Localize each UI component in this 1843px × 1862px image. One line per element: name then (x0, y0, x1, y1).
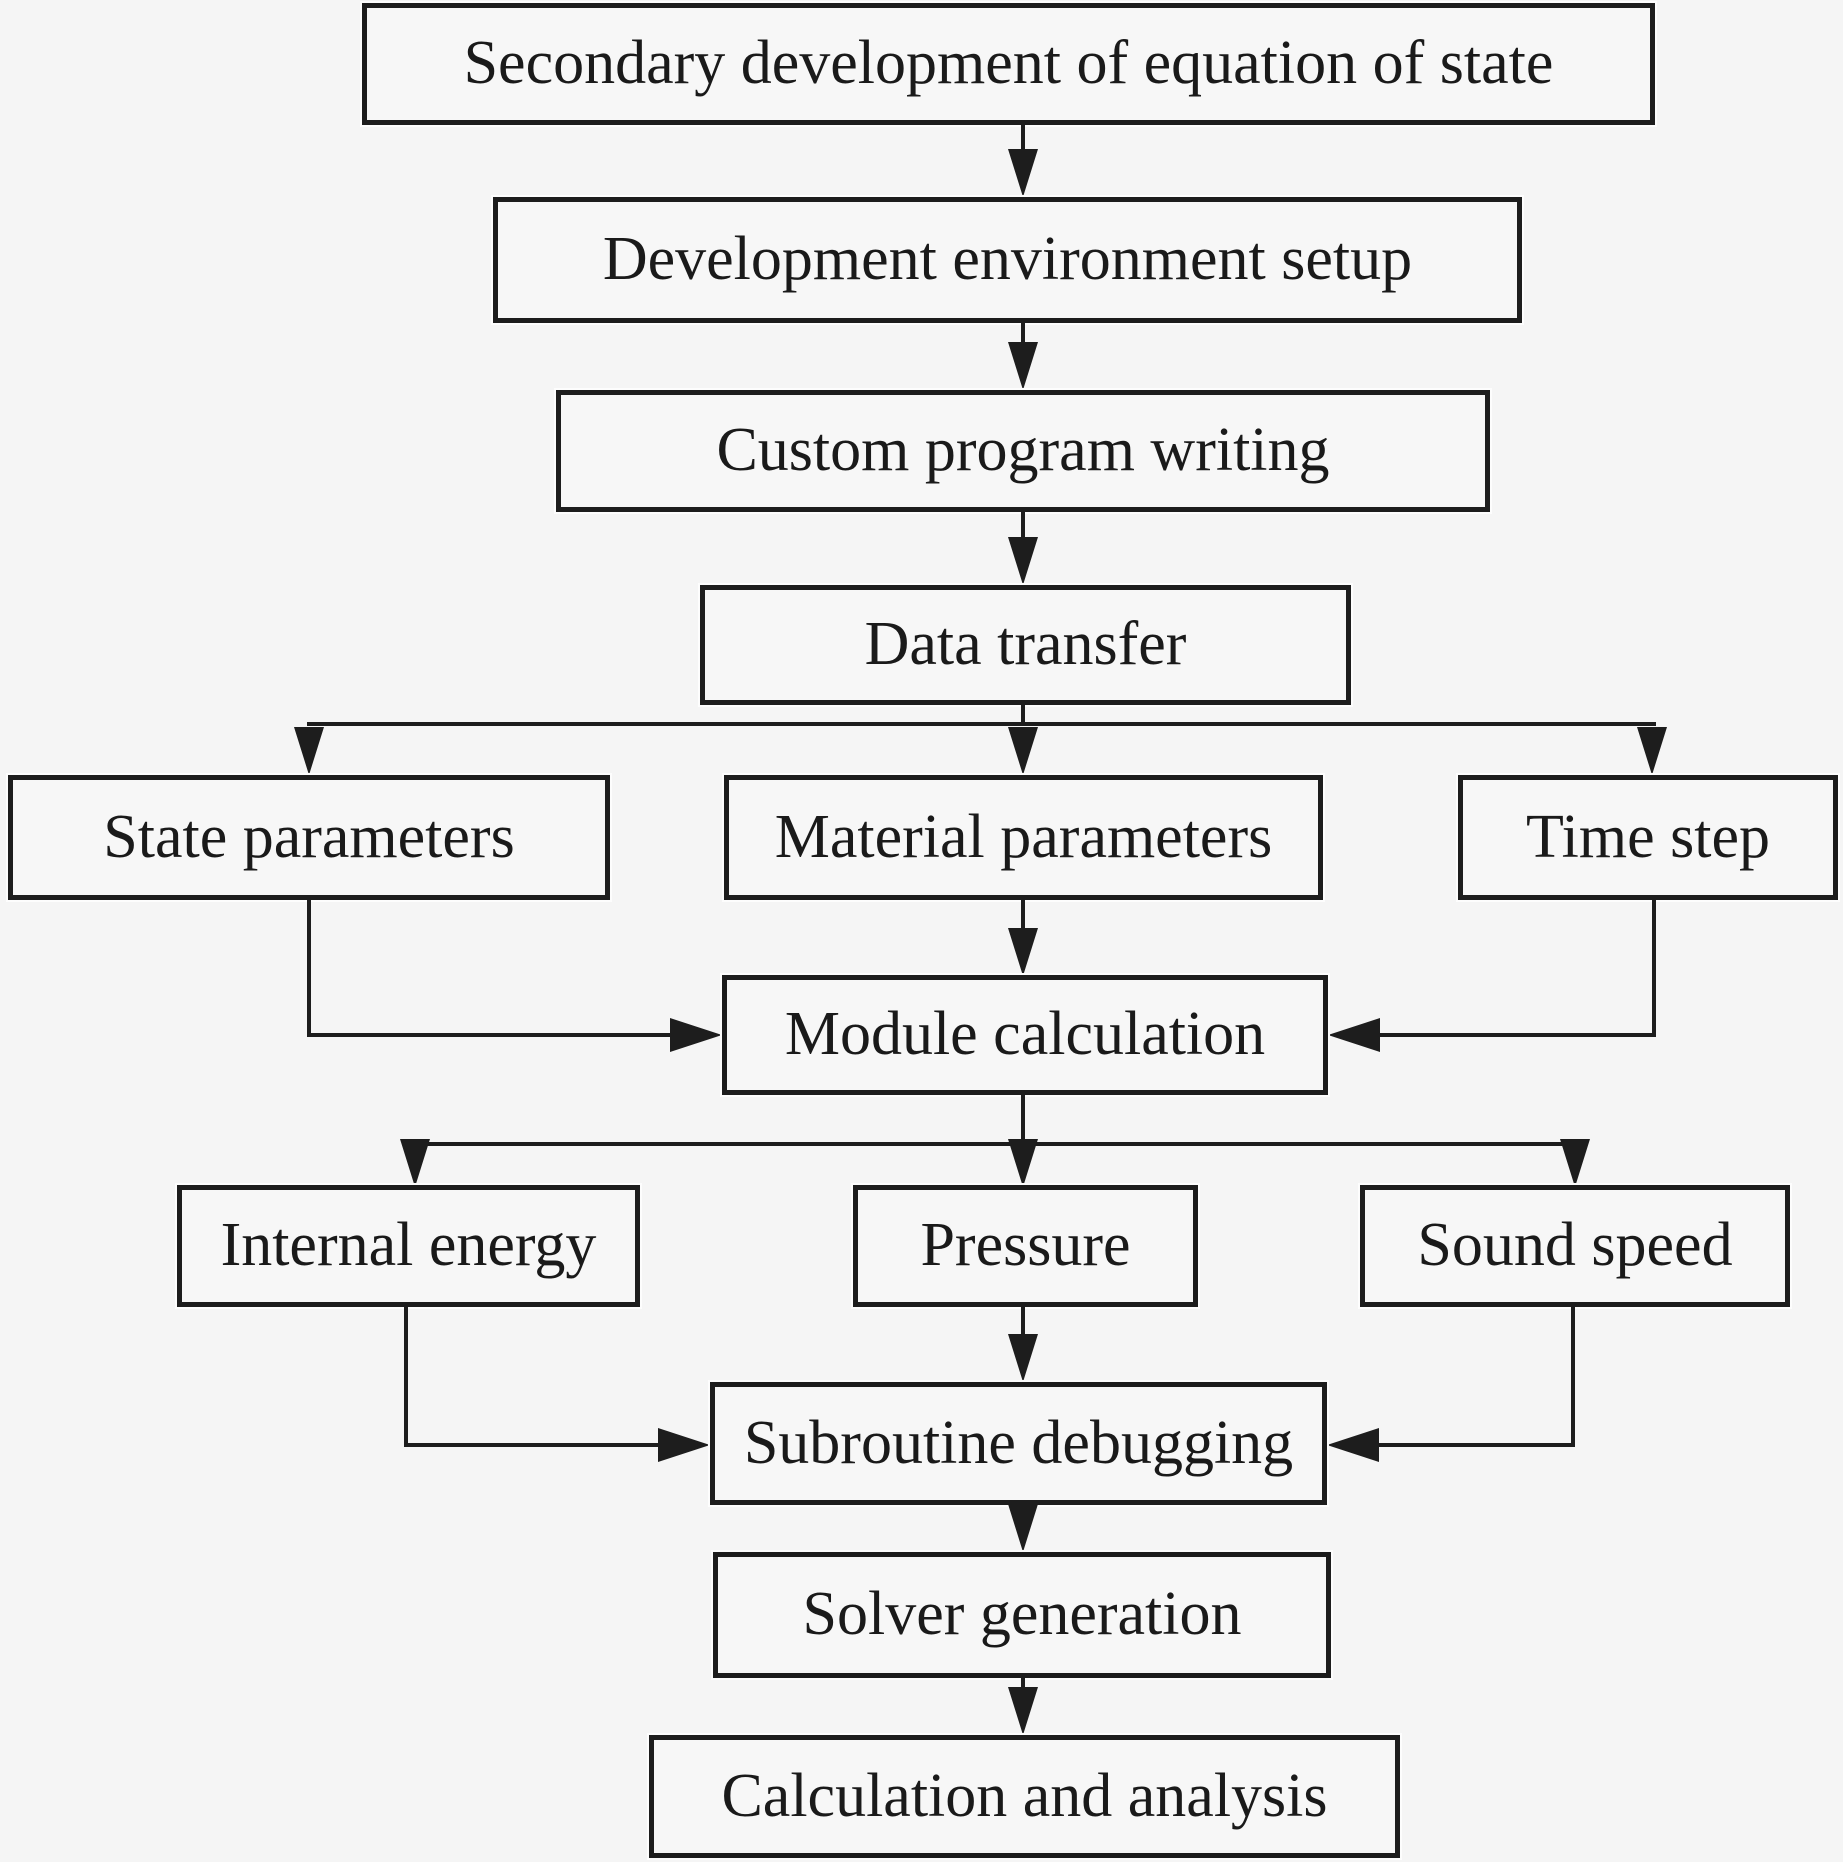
node-secondary-development: Secondary development of equation of sta… (362, 3, 1655, 125)
node-state-parameters: State parameters (8, 775, 610, 900)
node-material-parameters: Material parameters (724, 775, 1323, 900)
edge-sound-to-subroutine-hline (1379, 1443, 1575, 1447)
node-pressure: Pressure (853, 1185, 1198, 1307)
arrow-down-icon (400, 1139, 430, 1187)
arrow-down-icon (1008, 1504, 1038, 1552)
edge-branch2-rail (413, 1142, 1577, 1146)
edge-branch1-rail (307, 722, 1656, 726)
node-dev-environment-setup: Development environment setup (493, 197, 1522, 323)
node-internal-energy: Internal energy (177, 1185, 640, 1307)
node-solver-generation: Solver generation (713, 1552, 1331, 1678)
edge-internal-to-subroutine-vline (404, 1307, 408, 1447)
arrow-down-icon (1008, 1687, 1038, 1735)
node-time-step: Time step (1458, 775, 1838, 900)
arrow-down-icon (1008, 1139, 1038, 1187)
edge-timestep-to-module-hline (1380, 1033, 1656, 1037)
edge-datatransfer-stem (1021, 705, 1025, 726)
arrow-down-icon (1008, 149, 1038, 197)
edge-timestep-to-module-vline (1652, 900, 1656, 1037)
node-calculation-and-analysis: Calculation and analysis (649, 1735, 1400, 1858)
arrow-down-icon (1560, 1139, 1590, 1187)
node-sound-speed: Sound speed (1360, 1185, 1790, 1307)
arrow-down-icon (1008, 1334, 1038, 1382)
node-subroutine-debugging: Subroutine debugging (710, 1382, 1327, 1505)
arrow-left-icon (1327, 1428, 1379, 1462)
edge-material-to-module-line (1021, 900, 1025, 930)
arrow-down-icon (1008, 928, 1038, 976)
edge-state-to-module-vline (307, 900, 311, 1037)
node-module-calculation: Module calculation (722, 975, 1328, 1095)
node-data-transfer: Data transfer (700, 585, 1351, 705)
node-custom-program-writing: Custom program writing (556, 390, 1490, 512)
edge-pressure-to-subroutine-line (1021, 1307, 1025, 1336)
arrow-down-icon (1008, 537, 1038, 585)
edge-internal-to-subroutine-hline (404, 1443, 660, 1447)
edge-devenv-to-custom-line (1021, 323, 1025, 343)
edge-sound-to-subroutine-vline (1571, 1307, 1575, 1447)
edge-custom-to-datatransfer-line (1021, 512, 1025, 538)
arrow-down-icon (1008, 727, 1038, 775)
arrow-left-icon (1328, 1018, 1380, 1052)
edge-state-to-module-hline (307, 1033, 672, 1037)
arrow-down-icon (1008, 342, 1038, 390)
arrow-down-icon (294, 727, 324, 775)
edge-module-stem (1021, 1095, 1025, 1146)
arrow-down-icon (1637, 727, 1667, 775)
arrow-right-icon (670, 1018, 722, 1052)
edge-secondary-to-devenv-line (1021, 125, 1025, 153)
arrow-right-icon (658, 1428, 710, 1462)
